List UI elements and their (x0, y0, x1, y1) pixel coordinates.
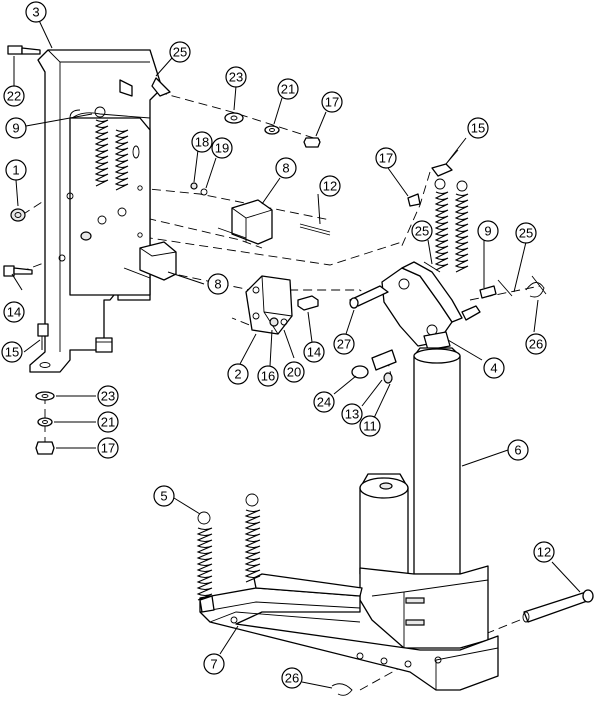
callout-label: 2 (234, 367, 241, 382)
callout-label: 23 (229, 70, 243, 85)
callout-label: 27 (337, 337, 351, 352)
callout-16: 16 (257, 365, 279, 387)
callout-25: 25 (169, 41, 191, 63)
callout-5: 5 (153, 485, 175, 507)
callout-17: 17 (97, 437, 119, 459)
callout-label: 26 (529, 337, 543, 352)
callout-label: 15 (5, 345, 19, 360)
callout-label: 20 (287, 365, 301, 380)
callout-18: 18 (191, 131, 213, 153)
base-springs (196, 493, 261, 601)
callout-25: 25 (515, 222, 537, 244)
callout-label: 5 (160, 489, 167, 504)
callout-9: 9 (5, 117, 27, 139)
callout-label: 21 (101, 415, 115, 430)
callout-label: 15 (471, 121, 485, 136)
lower-hardware (331, 282, 594, 696)
callout-2: 2 (227, 363, 249, 385)
callout-label: 12 (323, 179, 337, 194)
callout-11: 11 (359, 415, 381, 437)
base-frame (199, 573, 499, 691)
callout-15: 15 (467, 117, 489, 139)
callout-label: 6 (514, 443, 521, 458)
callout-3: 3 (25, 1, 47, 23)
callout-22: 22 (3, 85, 25, 107)
pivot-springs (407, 149, 547, 299)
callout-26: 26 (525, 333, 547, 355)
callout-label: 7 (210, 657, 217, 672)
callout-23: 23 (97, 385, 119, 407)
callout-label: 17 (101, 441, 115, 456)
callout-25: 25 (411, 220, 433, 242)
callout-8: 8 (207, 273, 229, 295)
leader-lines (11, 13, 581, 689)
callout-17: 17 (375, 147, 397, 169)
limit-switches (123, 199, 273, 281)
callout-23: 23 (225, 66, 247, 88)
callout-label: 14 (7, 305, 21, 320)
callout-12: 12 (319, 175, 341, 197)
callout-21: 21 (277, 78, 299, 100)
callout-9: 9 (477, 220, 499, 242)
bracket-hardware (3, 45, 331, 455)
callout-26: 26 (281, 667, 303, 689)
callout-13: 13 (341, 403, 363, 425)
callout-label: 25 (173, 45, 187, 60)
callout-label: 17 (379, 151, 393, 166)
callout-label: 8 (282, 161, 289, 176)
callout-label: 9 (484, 224, 491, 239)
callout-label: 17 (325, 95, 339, 110)
callout-27: 27 (333, 333, 355, 355)
callout-label: 1 (12, 163, 19, 178)
callout-24: 24 (313, 391, 335, 413)
callout-6: 6 (507, 439, 529, 461)
callout-label: 25 (519, 226, 533, 241)
callout-label: 26 (285, 671, 299, 686)
callout-15: 15 (1, 341, 23, 363)
callout-17: 17 (321, 91, 343, 113)
callout-label: 25 (415, 224, 429, 239)
callout-label: 11 (363, 419, 377, 434)
callout-14: 14 (3, 301, 25, 323)
callout-1: 1 (5, 159, 27, 181)
callout-20: 20 (283, 361, 305, 383)
callout-label: 9 (12, 121, 19, 136)
pivot-bracket (349, 261, 481, 351)
callout-21: 21 (97, 411, 119, 433)
callout-label: 24 (317, 395, 331, 410)
callout-label: 8 (214, 277, 221, 292)
mounting-bracket (29, 49, 163, 373)
callout-8: 8 (275, 157, 297, 179)
bracket-springs (94, 106, 129, 225)
callout-label: 19 (215, 141, 229, 156)
callout-19: 19 (211, 137, 233, 159)
linear-actuator (351, 347, 489, 649)
callout-label: 3 (32, 5, 39, 20)
callout-12: 12 (533, 541, 555, 563)
callout-14: 14 (303, 341, 325, 363)
callout-label: 16 (261, 369, 275, 384)
switch-block (245, 275, 319, 335)
callout-label: 12 (537, 545, 551, 560)
callout-label: 13 (345, 407, 359, 422)
callout-label: 23 (101, 389, 115, 404)
callout-label: 4 (490, 361, 497, 376)
callout-label: 22 (7, 89, 21, 104)
callout-label: 21 (281, 82, 295, 97)
callout-label: 18 (195, 135, 209, 150)
callout-label: 14 (307, 345, 321, 360)
callout-4: 4 (483, 357, 505, 379)
callout-7: 7 (203, 653, 225, 675)
